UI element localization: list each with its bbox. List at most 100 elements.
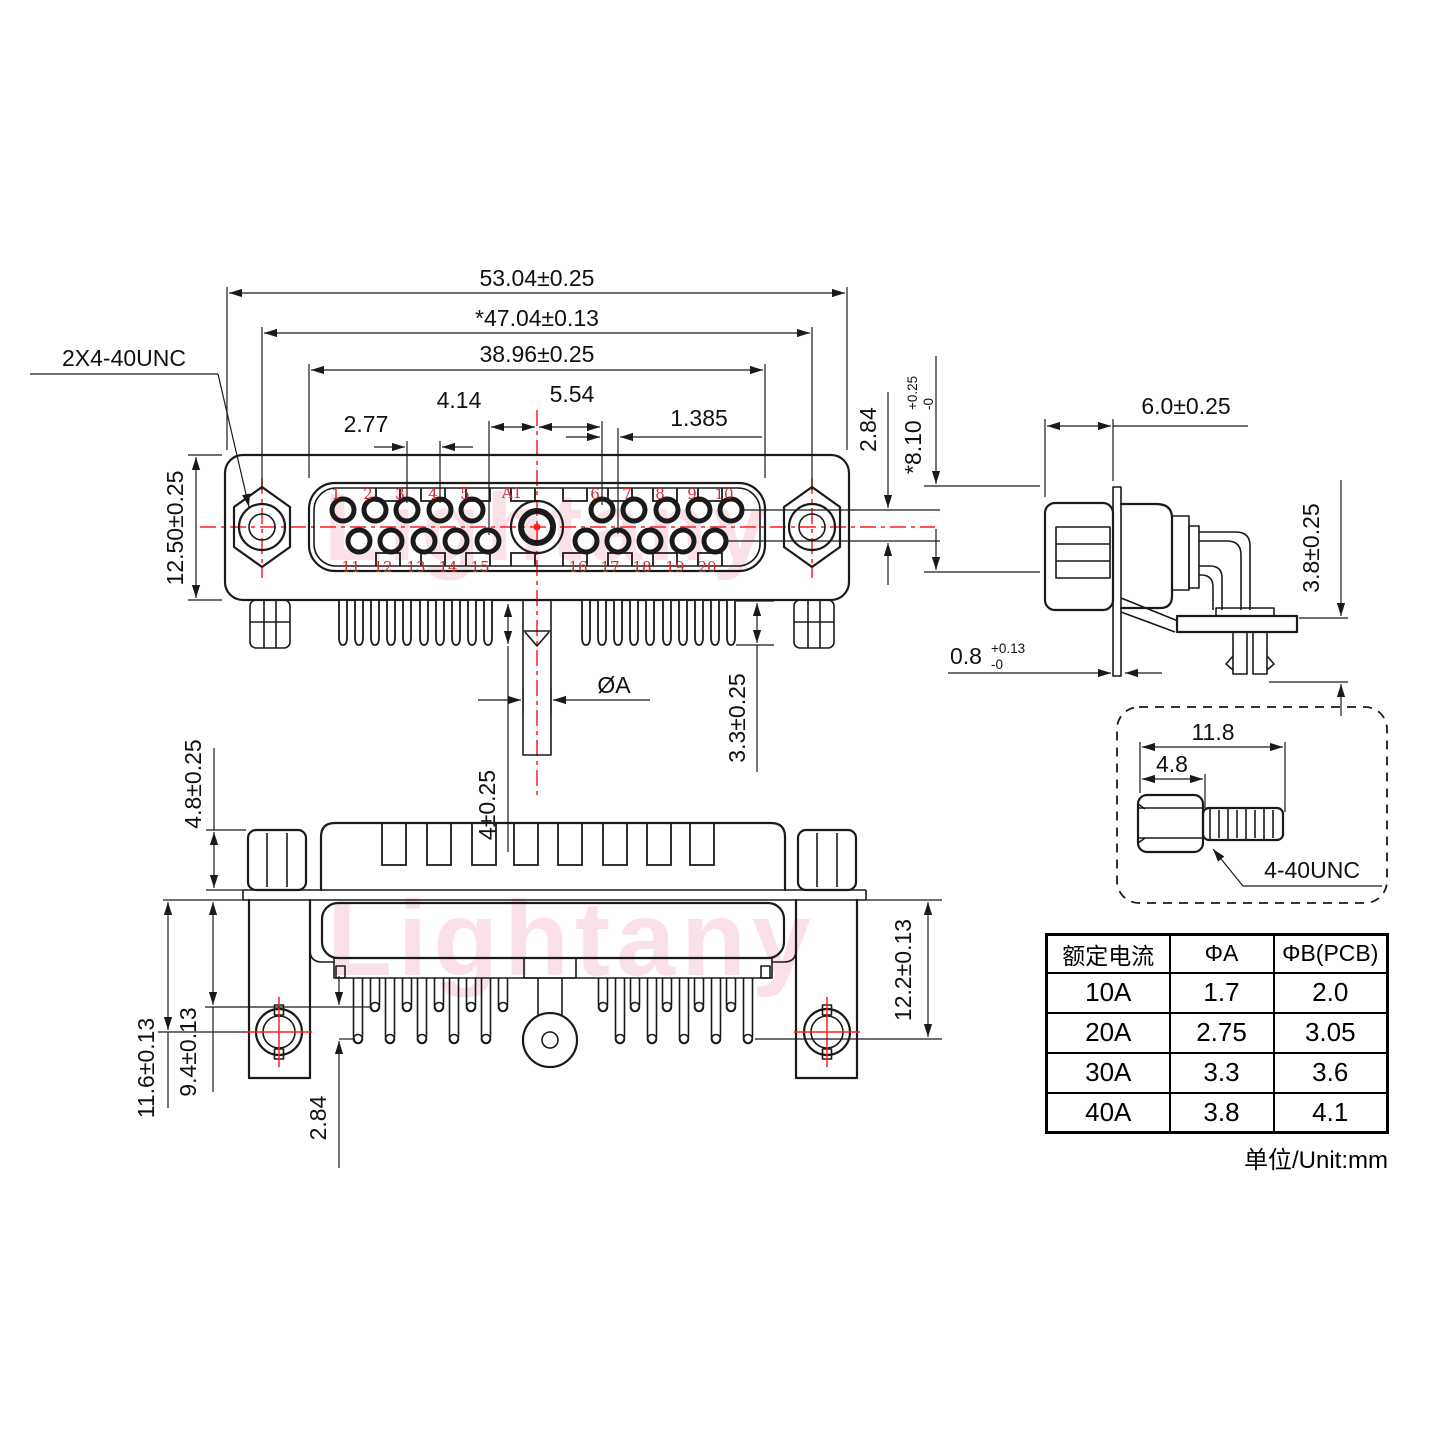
- dim-screw-total: 11.8: [1191, 719, 1234, 745]
- side-panel: [1112, 486, 1122, 677]
- dim-mount-spacing: *47.04±0.13: [475, 305, 599, 331]
- screw-thread: [1201, 806, 1285, 842]
- screw-head: [1136, 793, 1205, 854]
- side-bracket-plate: [1175, 614, 1299, 634]
- pin-label: 1: [331, 485, 341, 503]
- pin-label: 16: [568, 558, 587, 576]
- pin-label: 14: [438, 558, 457, 576]
- table-header-current: 额定电流: [1045, 933, 1171, 974]
- screw-thread-lines: [1209, 808, 1274, 840]
- pin-label: 10: [714, 485, 733, 503]
- pin-label: 17: [600, 558, 619, 576]
- table-cell: 10A: [1045, 971, 1171, 1014]
- bottom-shell: [319, 821, 787, 892]
- table-cell: 40A: [1045, 1091, 1171, 1134]
- pin-label: 18: [632, 558, 651, 576]
- pin-label: 8: [655, 485, 665, 503]
- dim-face-height-tol-minus: -0: [921, 398, 936, 410]
- dim-hole-row-offset: 11.6±0.13: [133, 1018, 159, 1118]
- table-cell: 2.0: [1272, 971, 1389, 1014]
- pin-label-a1: A1: [501, 484, 522, 502]
- spec-table: 额定电流 ΦA ΦB(PCB) 10A 1.7 2.0 20A 2.75 3.0…: [1045, 933, 1389, 1134]
- thread-callout: 2X4-40UNC: [62, 345, 186, 371]
- bottom-nut-left: [246, 828, 308, 892]
- center-power-pin: [509, 499, 565, 555]
- dim-shell-width: 38.96±0.25: [480, 341, 595, 367]
- side-view: 6.0±0.25 3.8±0.25 0.8 +0.13 -0: [948, 393, 1348, 716]
- dim-face-height: *8.10 +0.25 -0: [900, 376, 936, 474]
- dim-front-depth: 6.0±0.25: [1141, 393, 1230, 419]
- table-cell: 3.6: [1272, 1051, 1389, 1094]
- screw-thread-callout: 4-40UNC: [1264, 857, 1360, 883]
- jackscrew-rear-right: [793, 599, 835, 649]
- pin-label: 19: [665, 558, 684, 576]
- dim-bottom-row-gap: 2.84: [305, 1095, 331, 1140]
- table-row: 40A 3.8 4.1: [1045, 1091, 1389, 1134]
- pin-label: 12: [373, 558, 392, 576]
- dim-row-gap: 2.84: [855, 407, 881, 452]
- pin-label: 9: [687, 485, 697, 503]
- table-cell: 4.1: [1272, 1091, 1389, 1134]
- bottom-view: 4.8±0.25 9.4±0.13 11.6±0.13 12.2±0.13: [133, 739, 942, 1168]
- table-cell: 20A: [1045, 1011, 1171, 1054]
- table-header-row: 额定电流 ΦA ΦB(PCB): [1045, 933, 1389, 974]
- pin-label: 11: [341, 558, 360, 576]
- side-bent-pins: [1199, 531, 1251, 610]
- front-shield-outer: [307, 481, 767, 573]
- jackscrew-rear-left: [249, 599, 291, 649]
- table-cell: 2.75: [1168, 1011, 1275, 1054]
- center-pin-tail: [522, 599, 552, 756]
- front-view-dimensions: 53.04±0.25 *47.04±0.13 38.96±0.25 4.14 5…: [30, 265, 1040, 852]
- side-insulator: [1119, 502, 1174, 610]
- table-cell: 3.3: [1168, 1051, 1275, 1094]
- detail-box: [1116, 706, 1388, 904]
- dim-row-stagger: 1.385: [670, 405, 728, 431]
- table-cell: 3.05: [1272, 1011, 1389, 1054]
- bottom-center-pin: [521, 978, 579, 1069]
- dim-overall-width: 53.04±0.25: [480, 265, 595, 291]
- table-header-dia-a: ΦA: [1168, 933, 1275, 974]
- dim-pin-length: 3.3±0.25: [724, 673, 750, 762]
- table-cell: 3.8: [1168, 1091, 1275, 1134]
- table-header-dia-b: ΦB(PCB): [1272, 933, 1389, 974]
- dim-face-height-tol-plus: +0.25: [905, 376, 920, 410]
- dim-pin-pitch: 2.77: [344, 411, 389, 437]
- screw-detail: 11.8 4.8 4-40UNC: [1116, 706, 1388, 904]
- table-row: 10A 1.7 2.0: [1045, 971, 1389, 1014]
- bottom-flange-plate: [242, 889, 867, 901]
- pin-label: 7: [622, 485, 632, 503]
- pin-label: 3: [395, 485, 405, 503]
- pin-label: 2: [363, 485, 373, 503]
- side-hex-head: [1055, 526, 1111, 579]
- bottom-center-block: [523, 957, 577, 979]
- dim-row1-offset: 9.4±0.13: [175, 1007, 201, 1096]
- bottom-housing-walls: [309, 900, 797, 963]
- dim-pin-to-bracket: 3.8±0.25: [1298, 503, 1324, 592]
- dim-screw-head: 4.8: [1156, 751, 1188, 777]
- pin-numbers: 1 2 3 4 5 A1 6 7 8 9 10 11 12 13 14 15 1…: [331, 484, 733, 576]
- dim-center-pin-dia: ØA: [597, 672, 631, 698]
- table-row: 30A 3.3 3.6: [1045, 1051, 1389, 1094]
- pin-label: 13: [406, 558, 425, 576]
- dim-center-pin-offset: 12.2±0.13: [890, 919, 916, 1021]
- bottom-bracket-left: [244, 898, 314, 1080]
- dim-panel-value: 0.8: [950, 643, 982, 669]
- pin-label: 5: [460, 485, 470, 503]
- pin-label: 15: [470, 558, 489, 576]
- front-view: 1 2 3 4 5 A1 6 7 8 9 10 11 12 13 14 15 1…: [200, 410, 935, 800]
- pin-label: 20: [697, 558, 716, 576]
- unit-note: 单位/Unit:mm: [1244, 1147, 1388, 1174]
- table-cell: 1.7: [1168, 971, 1275, 1014]
- dim-flange-height: 12.50±0.25: [162, 471, 188, 586]
- dim-a1-row-offset: 4.14: [437, 387, 482, 413]
- table-row: 20A 2.75 3.05: [1045, 1011, 1389, 1054]
- dim-panel-tol-minus: -0: [991, 657, 1003, 672]
- dim-a1-pin6: 5.54: [550, 381, 595, 407]
- bottom-shell-slots: [381, 823, 715, 866]
- dim-face-height-value: *8.10: [900, 420, 926, 474]
- side-bracket-bend: [1120, 597, 1179, 633]
- dim-panel-tol-plus: +0.13: [991, 641, 1025, 656]
- table-cell: 30A: [1045, 1051, 1171, 1094]
- pin-label: 4: [428, 485, 438, 503]
